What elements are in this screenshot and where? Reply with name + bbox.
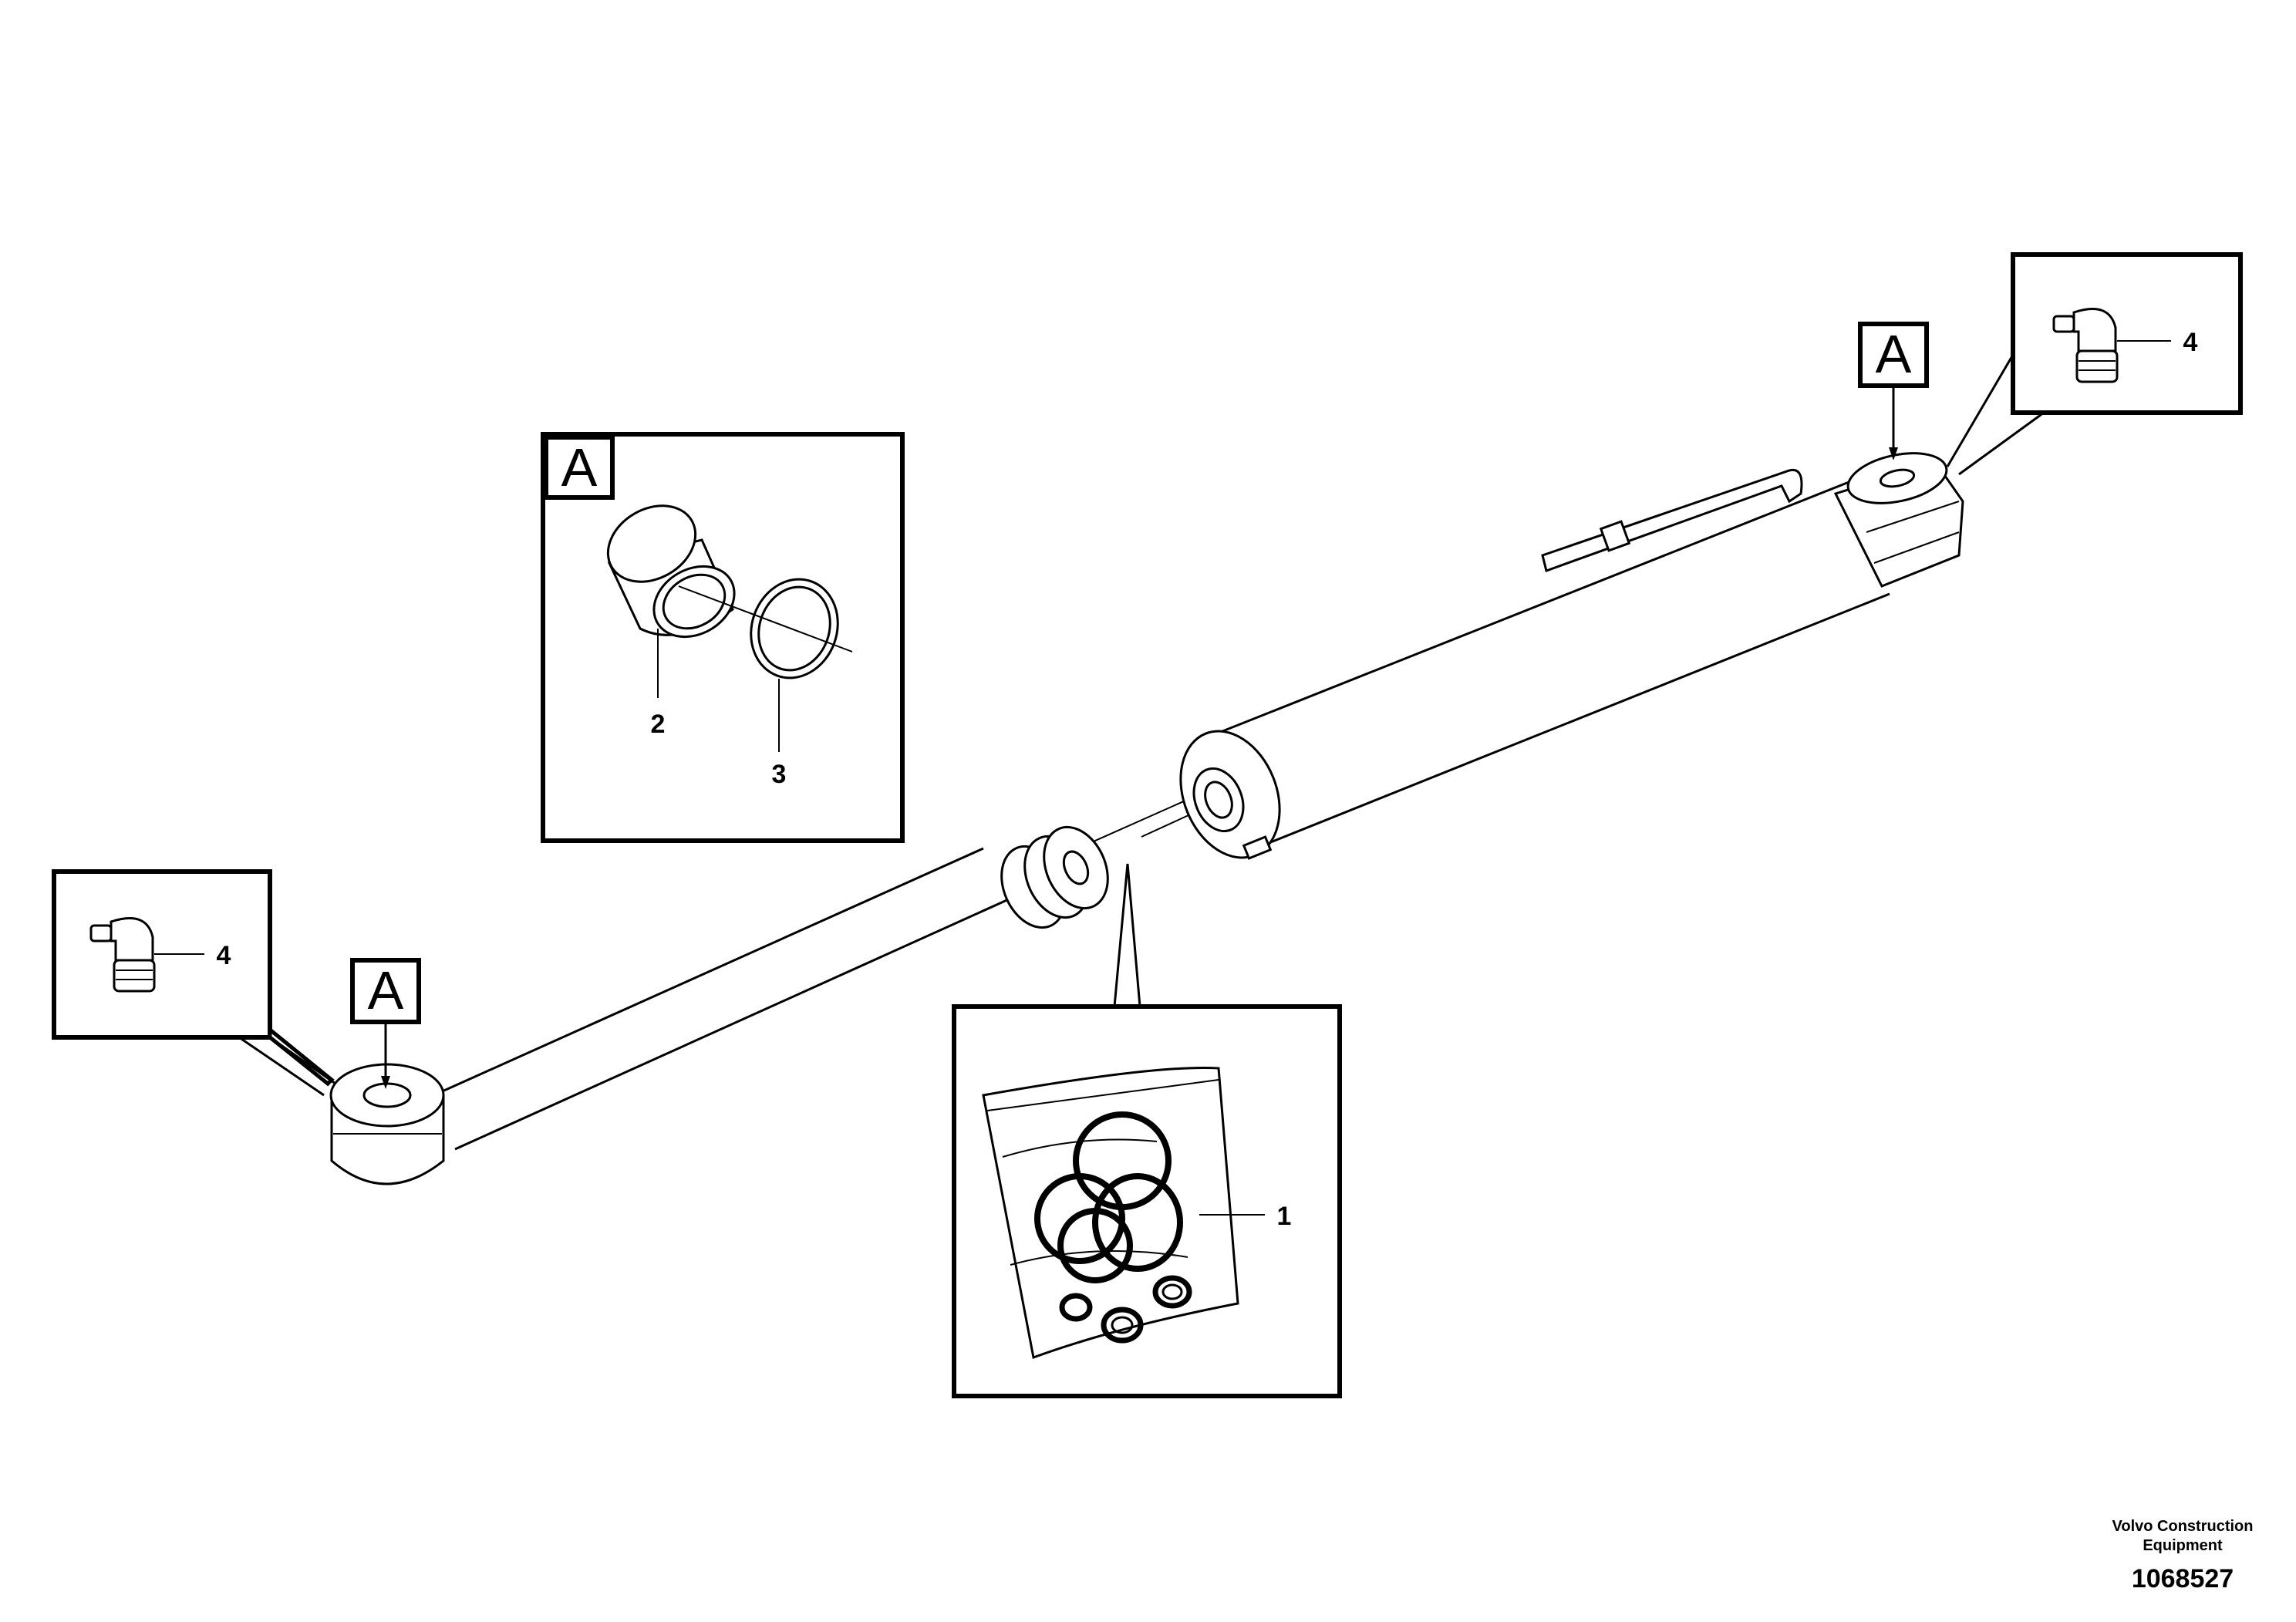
company-name-line2: Equipment [2143, 1537, 2223, 1554]
piston-head [1000, 825, 1109, 929]
callout-grease-nipple-right: 4 [2183, 328, 2198, 357]
callout-grease-nipple-left: 4 [217, 941, 231, 970]
cylinder-tube [1179, 468, 1890, 860]
detail-box-tag: A [561, 437, 598, 497]
rod-eye [329, 1063, 445, 1185]
seal-kit-box: 1 [952, 863, 1342, 1398]
cylinder-eye-tag: A [1858, 322, 1929, 460]
grease-nipple-icon-right [2052, 308, 2119, 383]
seal-rings [1034, 1111, 1192, 1344]
grease-nipple-icon-left [89, 917, 156, 993]
figure-number: 1068527 [2132, 1564, 2234, 1593]
footer: Volvo Construction Equipment 1068527 [2112, 1518, 2254, 1593]
grease-nipple-box-left: 4 [52, 869, 336, 1097]
callout-seal-kit: 1 [1277, 1202, 1292, 1231]
rod-eye-tag: A [350, 958, 421, 1089]
detail-box-a: A 2 3 [541, 432, 905, 843]
grease-nipple-box-right: 4 [1946, 252, 2243, 476]
callout-bushing: 2 [651, 710, 666, 739]
cylinder-eye [1833, 452, 1964, 588]
company-name-line1: Volvo Construction [2112, 1518, 2254, 1535]
svg-text:A: A [368, 960, 404, 1020]
svg-text:A: A [1876, 324, 1912, 384]
callout-ring: 3 [772, 760, 787, 789]
